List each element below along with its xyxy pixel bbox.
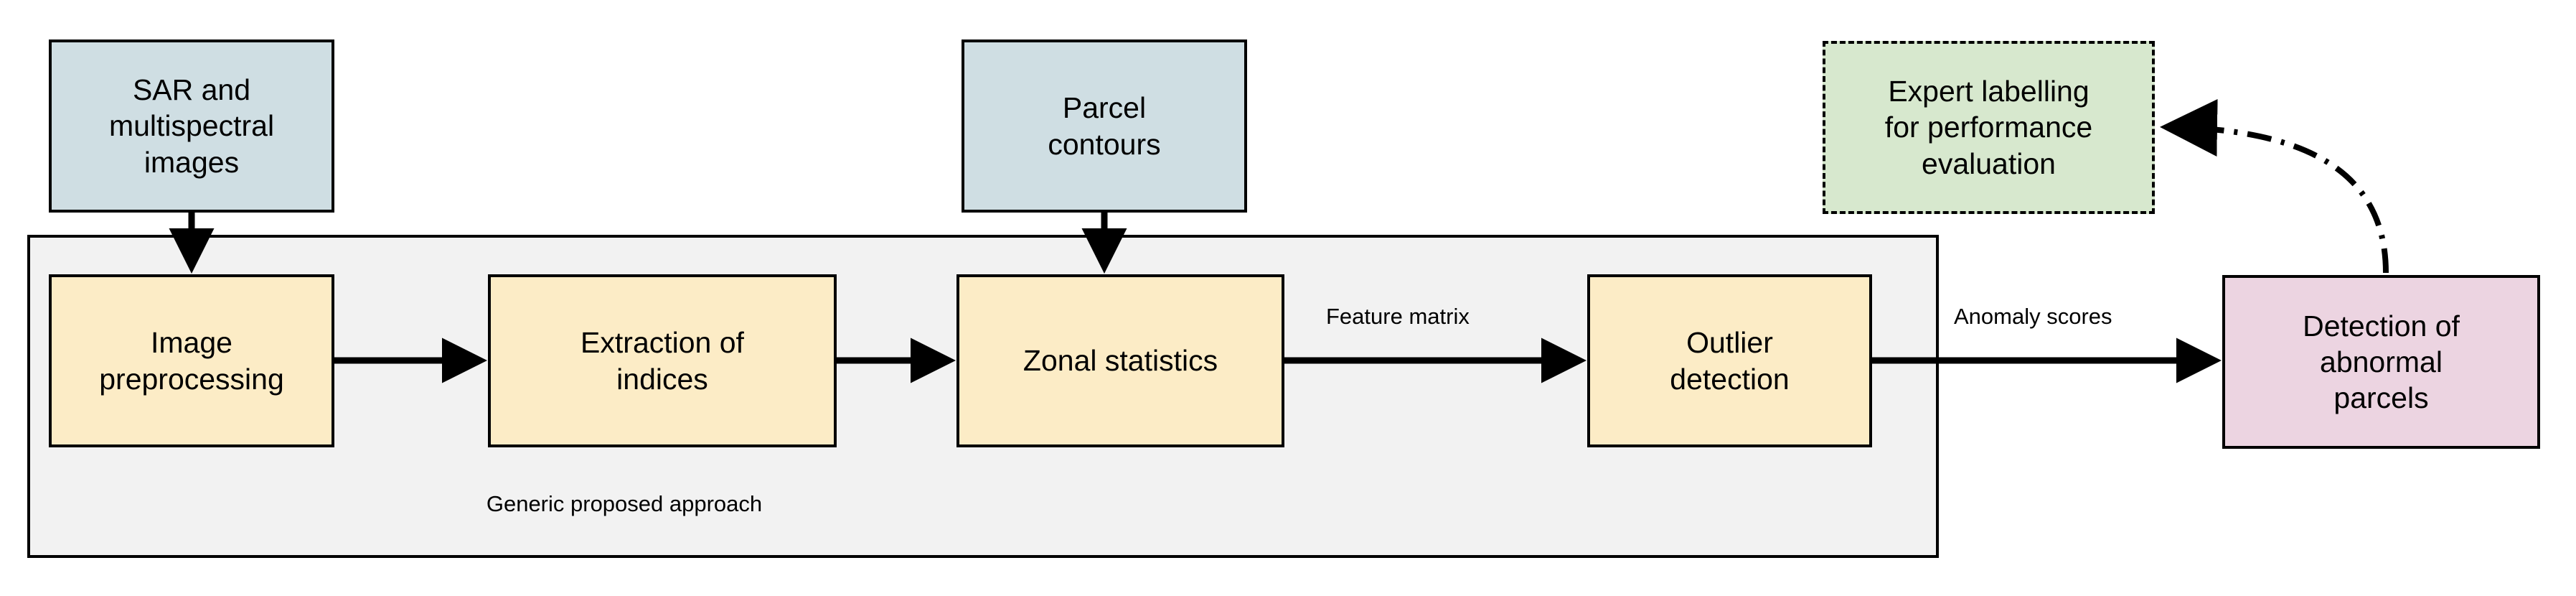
node-detection-of-abnormal-parcels-label: Detection of abnormal parcels (2303, 309, 2460, 414)
edge-label-feature-matrix: Feature matrix (1326, 304, 1470, 329)
node-zonal-statistics[interactable]: Zonal statistics (956, 274, 1284, 447)
node-extraction-of-indices-label: Extraction of indices (580, 326, 744, 396)
node-image-preprocessing-label: Image preprocessing (99, 326, 284, 396)
node-parcel-contours-label: Parcel contours (1048, 91, 1161, 161)
node-parcel-contours[interactable]: Parcel contours (962, 39, 1247, 213)
node-sar-and-multispectral-images-label: SAR and multispectral images (108, 73, 275, 179)
edge-label-anomaly-scores: Anomaly scores (1954, 304, 2112, 329)
node-outlier-detection-label: Outlier detection (1670, 326, 1790, 396)
edge-detection-abnormal-to-expert-labelling (2160, 99, 2389, 274)
node-extraction-of-indices[interactable]: Extraction of indices (488, 274, 837, 447)
node-expert-labelling-for-performance-evaluation-label: Expert labelling for performance evaluat… (1884, 75, 2093, 180)
node-outlier-detection[interactable]: Outlier detection (1587, 274, 1872, 447)
node-detection-of-abnormal-parcels[interactable]: Detection of abnormal parcels (2222, 275, 2540, 449)
node-image-preprocessing[interactable]: Image preprocessing (49, 274, 334, 447)
node-expert-labelling-for-performance-evaluation[interactable]: Expert labelling for performance evaluat… (1823, 41, 2155, 214)
group-generic-proposed-approach-label: Generic proposed approach (486, 491, 763, 516)
node-zonal-statistics-label: Zonal statistics (1023, 344, 1218, 378)
node-sar-and-multispectral-images[interactable]: SAR and multispectral images (49, 39, 334, 213)
